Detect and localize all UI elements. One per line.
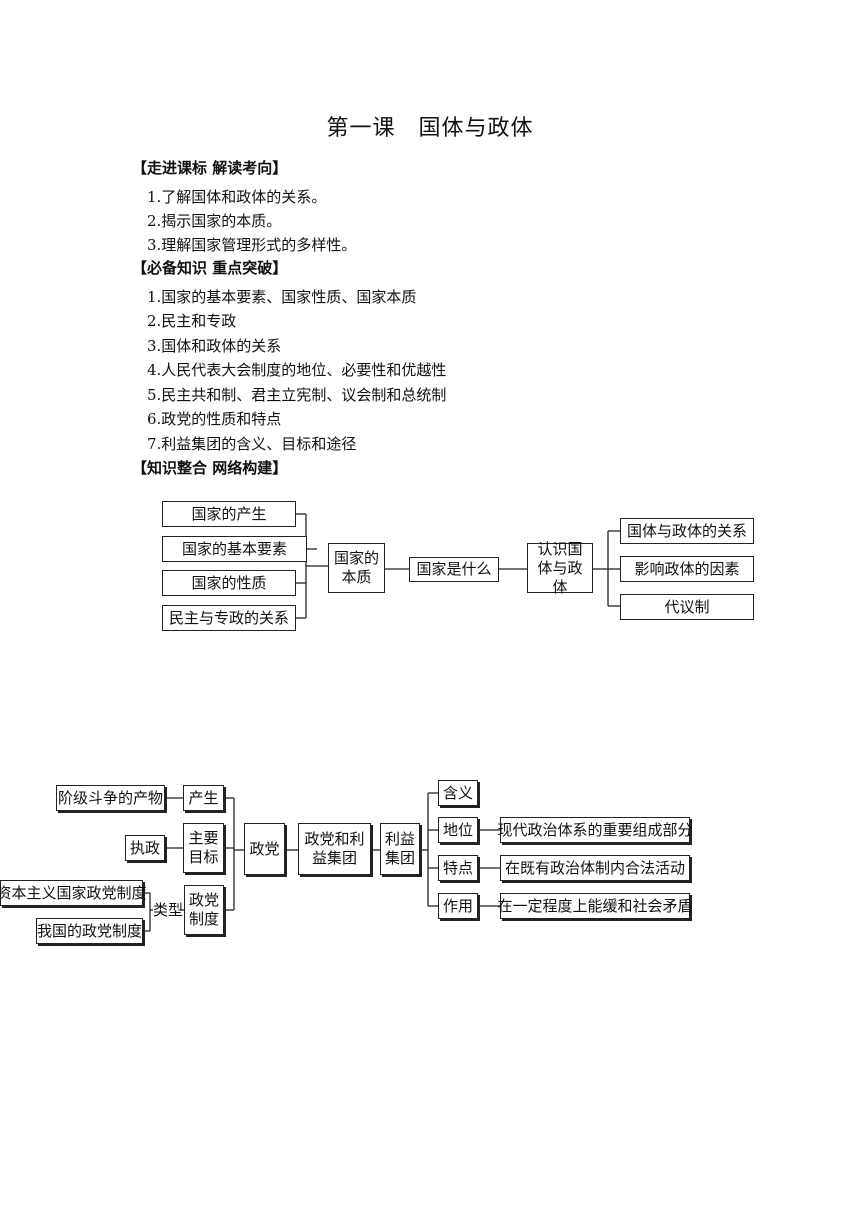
- knowledge-item-6: 6.政党的性质和特点: [147, 410, 282, 428]
- map1-node-essence: 国家的本质: [328, 543, 385, 593]
- knowledge-item-4: 4.人民代表大会制度的地位、必要性和优越性: [147, 361, 447, 379]
- section-heading-standards: 【走进课标 解读考向】: [132, 159, 288, 177]
- map2-node-meaning: 含义: [438, 780, 478, 806]
- goal-item-2: 2.揭示国家的本质。: [147, 212, 282, 230]
- section-heading-network: 【知识整合 网络构建】: [132, 459, 288, 477]
- map1-node-nature: 国家的性质: [162, 570, 296, 596]
- map2-node-feature: 特点: [438, 855, 478, 881]
- map2-label-type: 类型: [153, 901, 184, 919]
- map1-node-center: 国家是什么: [409, 557, 499, 582]
- map2-node-rule: 执政: [125, 835, 165, 861]
- map2-node-party-group: 政党和利益集团: [298, 823, 371, 875]
- section-heading-knowledge: 【必备知识 重点突破】: [132, 259, 288, 277]
- map2-node-status-text: 现代政治体系的重要组成部分: [498, 817, 693, 843]
- knowledge-item-3: 3.国体和政体的关系: [147, 337, 282, 355]
- map2-node-role: 作用: [438, 893, 478, 919]
- knowledge-item-1: 1.国家的基本要素、国家性质、国家本质: [147, 288, 417, 306]
- map2-node-feature-text: 在既有政治体制内合法活动: [500, 855, 690, 881]
- knowledge-item-7: 7.利益集团的含义、目标和途径: [147, 435, 357, 453]
- map2-node-goal: 主要目标: [183, 823, 224, 873]
- map2-node-interest-group: 利益集团: [380, 823, 420, 875]
- map2-node-ours: 我国的政党制度: [36, 918, 143, 944]
- page-title: 第一课 国体与政体: [326, 116, 534, 141]
- goal-item-1: 1.了解国体和政体的关系。: [147, 188, 327, 206]
- map1-node-representative: 代议制: [620, 594, 754, 620]
- map2-node-origin: 产生: [183, 785, 224, 811]
- map2-node-capitalist: 资本主义国家政党制度: [0, 880, 147, 906]
- map1-node-origin: 国家的产生: [162, 501, 296, 527]
- goal-item-3: 3.理解国家管理形式的多样性。: [147, 236, 357, 254]
- map2-node-system: 政党制度: [184, 885, 224, 935]
- map1-node-know: 认识国体与政体: [527, 540, 593, 596]
- map2-node-party: 政党: [244, 823, 285, 875]
- map1-node-relation: 国体与政体的关系: [620, 518, 754, 544]
- map2-node-status: 地位: [438, 817, 478, 843]
- knowledge-item-2: 2.民主和专政: [147, 312, 237, 330]
- knowledge-item-5: 5.民主共和制、君主立宪制、议会制和总统制: [147, 386, 447, 404]
- map1-node-democracy: 民主与专政的关系: [162, 605, 296, 631]
- map2-node-role-text: 在一定程度上能缓和社会矛盾: [498, 893, 693, 919]
- map2-node-struggle: 阶级斗争的产物: [56, 785, 165, 811]
- map1-node-elements: 国家的基本要素: [162, 536, 307, 562]
- map1-node-factors: 影响政体的因素: [620, 556, 754, 582]
